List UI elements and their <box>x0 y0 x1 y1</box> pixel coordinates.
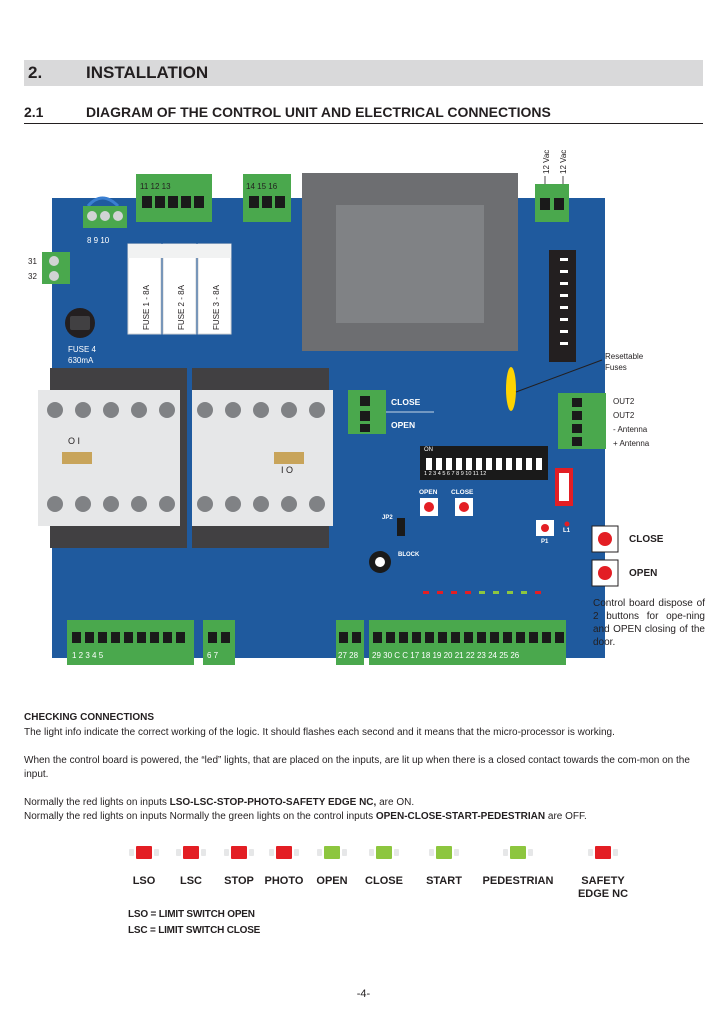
led-label: PHOTO <box>264 875 304 887</box>
label-terminals-29-26: 29 30 C C 17 18 19 20 21 22 23 24 25 26 <box>372 651 520 660</box>
label-out2-b: OUT2 <box>613 411 635 420</box>
checking-title: CHECKING CONNECTIONS <box>24 712 155 723</box>
led-lamp <box>176 846 206 859</box>
led-lamp <box>269 846 299 859</box>
led-label: OPEN <box>316 875 348 887</box>
label-p1: P1 <box>541 539 549 545</box>
checking-paragraph-1: The light info indicate the correct work… <box>24 727 615 738</box>
led-lamp <box>369 846 399 859</box>
p3-text-pre: Normally the red lights on inputs <box>24 797 170 808</box>
led-label: PEDESTRIAN <box>482 875 554 887</box>
section-title: INSTALLATION <box>86 63 209 82</box>
led-label: CLOSE <box>365 875 403 887</box>
label-12vac-2: 12 Vac <box>559 149 568 174</box>
label-block: BLOCK <box>398 552 420 558</box>
led-lamp <box>503 846 533 859</box>
led-lso: LSO <box>118 846 170 888</box>
p4-text-bold: OPEN-CLOSE-START-PEDESTRIAN <box>375 811 546 822</box>
label-terminals-8-10: 8 9 10 <box>87 236 110 245</box>
side-description: Control board dispose of 2 buttons for o… <box>593 598 705 648</box>
label-fuse-3: FUSE 3 - 8A <box>212 285 221 330</box>
led-lamp <box>429 846 459 859</box>
label-terminals-6-7: 6 7 <box>207 651 219 660</box>
label-terminals-27-28: 27 28 <box>338 651 359 660</box>
label-side-open: OPEN <box>629 568 658 579</box>
section-number: 2. <box>28 63 43 82</box>
label-fuses: Fuses <box>605 363 627 372</box>
label-terminals-14-16: 14 15 16 <box>246 182 278 191</box>
label-jp2: JP2 <box>382 515 393 521</box>
resettable-fuse <box>506 367 516 411</box>
label-dip-on: ON <box>424 447 433 453</box>
subsection-rule <box>24 123 703 124</box>
led-label: LSC <box>180 875 202 887</box>
label-resettable: Resettable <box>605 352 644 361</box>
p3-text-bold: LSO-LSC-STOP-PHOTO-SAFETY EDGE NC, <box>169 797 377 808</box>
subsection-number: 2.1 <box>24 104 44 120</box>
label-out2-a: OUT2 <box>613 397 635 406</box>
label-board-close: CLOSE <box>451 489 474 496</box>
led-lamp <box>317 846 347 859</box>
label-antenna-minus: - Antenna <box>613 425 648 434</box>
led-lamp <box>129 846 159 859</box>
label-fuse-4: FUSE 4 <box>68 345 97 354</box>
side-close-button <box>591 525 619 553</box>
label-terminals-11-13: 11 12 13 <box>140 182 171 191</box>
led-label: STOP <box>224 875 254 887</box>
checking-paragraph-3: Normally the red lights on inputs LSO-LS… <box>24 796 703 810</box>
led-label: START <box>426 875 462 887</box>
control-board-illustration <box>38 173 619 665</box>
abbreviation-lso: LSO = LIMIT SWITCH OPEN <box>128 909 255 920</box>
label-contactor-left-mark: O I <box>68 436 81 446</box>
led-legend: LSO LSC STOP PHOTO OPEN CLOSE START PEDE… <box>0 846 727 906</box>
label-terminal-31: 31 <box>28 257 37 266</box>
checking-paragraph-2: When the control board is powered, the “… <box>24 755 690 780</box>
led-start: START <box>418 846 470 888</box>
led-safety-edge-nc: SAFETY EDGE NC <box>570 846 636 901</box>
p4-text-pre: Normally the red lights on inputs Normal… <box>24 811 376 822</box>
page-number: -4- <box>356 988 371 1000</box>
label-close-terminal: CLOSE <box>391 397 421 407</box>
abbreviation-lsc: LSC = LIMIT SWITCH CLOSE <box>128 925 261 936</box>
led-stop: STOP <box>213 846 265 888</box>
p3-text-post: are ON. <box>376 797 415 808</box>
p4-text-post: are OFF. <box>545 811 587 822</box>
label-terminal-32: 32 <box>28 272 37 281</box>
label-terminals-1-5: 1 2 3 4 5 <box>72 651 104 660</box>
led-lsc: LSC <box>165 846 217 888</box>
control-unit-diagram: 8 9 10 31 32 11 12 13 14 15 16 12 Vac 12… <box>0 140 727 665</box>
led-close: CLOSE <box>358 846 410 888</box>
label-contactor-right-mark: I O <box>281 465 294 475</box>
fuse-2 <box>162 243 197 335</box>
label-12vac-1: 12 Vac <box>542 149 551 174</box>
label-side-close: CLOSE <box>629 534 664 545</box>
fuse-3 <box>197 243 232 335</box>
label-fuse-2: FUSE 2 - 8A <box>177 285 186 330</box>
label-fuse-1: FUSE 1 - 8A <box>142 285 151 330</box>
label-antenna-plus: + Antenna <box>613 439 650 448</box>
jp2-jumper <box>397 518 405 536</box>
label-open-terminal: OPEN <box>391 420 416 430</box>
led-lamp <box>588 846 618 859</box>
label-fuse-4-rating: 630mA <box>68 356 94 365</box>
led-pedestrian: PEDESTRIAN <box>479 846 557 888</box>
led-label: SAFETY EDGE NC <box>577 875 629 900</box>
led-photo: PHOTO <box>258 846 310 888</box>
label-l1: L1 <box>563 528 571 534</box>
led-label: LSO <box>132 875 156 887</box>
fuse-1 <box>127 243 162 335</box>
checking-paragraph-4: Normally the red lights on inputs Normal… <box>24 810 703 824</box>
label-board-open: OPEN <box>419 489 438 496</box>
label-dip-numbers: 1 2 3 4 5 6 7 8 9 10 11 12 <box>424 471 487 477</box>
led-lamp <box>224 846 254 859</box>
section-header-bar <box>24 60 703 86</box>
led-open: OPEN <box>306 846 358 888</box>
subsection-title: DIAGRAM OF THE CONTROL UNIT AND ELECTRIC… <box>86 104 551 120</box>
